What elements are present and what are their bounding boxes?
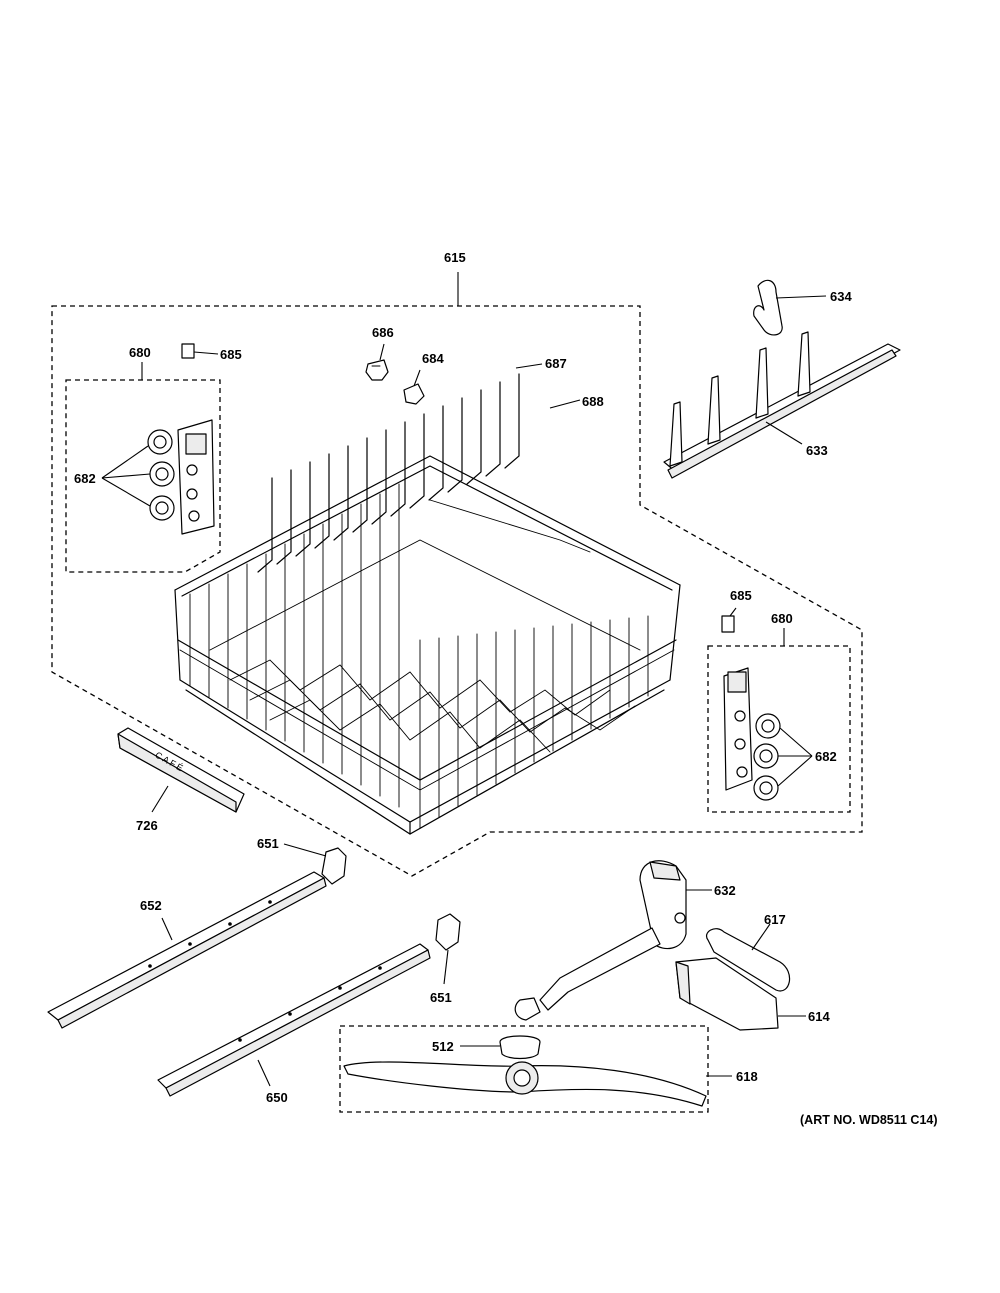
wheel-carrier-right xyxy=(723,667,813,801)
callout-651-bottom: 651 xyxy=(430,990,452,1005)
clip-634 xyxy=(753,279,827,336)
callout-632: 632 xyxy=(714,883,736,898)
callout-633: 633 xyxy=(806,443,828,458)
callout-512: 512 xyxy=(432,1039,454,1054)
callout-686: 686 xyxy=(372,325,394,340)
rack-tine xyxy=(333,445,349,541)
right-wheel-group-outline xyxy=(707,628,851,813)
leader-688 xyxy=(549,399,581,409)
rail-650 xyxy=(157,943,431,1097)
callout-680-right: 680 xyxy=(771,611,793,626)
rack-tine xyxy=(314,453,330,549)
callout-684: 684 xyxy=(422,351,444,366)
rack-tine xyxy=(295,461,311,557)
callout-682-right: 682 xyxy=(815,749,837,764)
rail-652 xyxy=(47,871,327,1029)
rack-tine xyxy=(371,429,387,525)
clip-686 xyxy=(365,343,389,381)
rack-tine xyxy=(485,381,501,477)
rack-handle-726 xyxy=(117,727,245,813)
rack-tine xyxy=(466,389,482,485)
spray-hub-512 xyxy=(460,1035,541,1060)
callout-617: 617 xyxy=(764,912,786,927)
left-wheel-group-outline xyxy=(65,362,221,573)
wheel-carrier-left xyxy=(101,419,215,535)
hose-617 xyxy=(706,923,791,992)
clip-684 xyxy=(403,369,425,405)
callout-680-left: 680 xyxy=(129,345,151,360)
callout-688: 688 xyxy=(582,394,604,409)
upper-rack xyxy=(174,373,681,835)
callout-615: 615 xyxy=(444,250,466,265)
rail-stop-651-top xyxy=(283,843,347,885)
leader-687 xyxy=(515,363,543,369)
callout-614: 614 xyxy=(808,1009,830,1024)
callout-687: 687 xyxy=(545,356,567,371)
callout-682-left: 682 xyxy=(74,471,96,486)
spray-arm-618 xyxy=(343,1061,732,1107)
rail-stop-651-bottom xyxy=(435,913,461,985)
spray-arm-group-outline xyxy=(339,1025,709,1113)
rack-tine xyxy=(428,405,444,501)
rack-tine xyxy=(352,437,368,533)
callout-651-top: 651 xyxy=(257,836,279,851)
callout-726: 726 xyxy=(136,818,158,833)
clip-685-right xyxy=(721,607,737,633)
rack-tine xyxy=(257,477,273,573)
callout-685-right: 685 xyxy=(730,588,752,603)
rack-assembly-group-outline xyxy=(51,272,863,877)
water-manifold-632 xyxy=(514,860,712,1021)
rack-tine xyxy=(447,397,463,493)
callout-685-left: 685 xyxy=(220,347,242,362)
callout-618: 618 xyxy=(736,1069,758,1084)
rack-tine xyxy=(276,469,292,565)
tine-row-633 xyxy=(663,331,901,479)
callout-652: 652 xyxy=(140,898,162,913)
housing-614 xyxy=(675,957,806,1031)
clip-685-left xyxy=(181,343,219,359)
callout-634: 634 xyxy=(830,289,852,304)
rack-tine xyxy=(390,421,406,517)
art-number: (ART NO. WD8511 C14) xyxy=(800,1113,938,1127)
callout-650: 650 xyxy=(266,1090,288,1105)
rack-tine xyxy=(409,413,425,509)
rack-tine xyxy=(504,373,520,469)
